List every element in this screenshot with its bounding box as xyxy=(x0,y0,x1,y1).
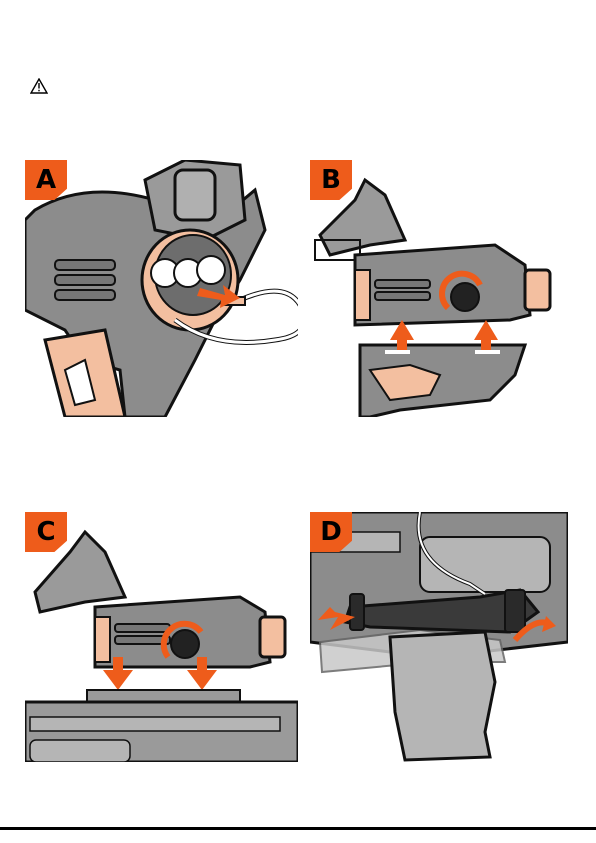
warning-icon xyxy=(30,78,48,94)
step-label-b: B xyxy=(310,160,352,200)
step-b-illustration: B xyxy=(310,160,568,417)
step-label-d: D xyxy=(310,512,352,552)
step-label-a: A xyxy=(25,160,67,200)
step-d-illustration: D xyxy=(310,512,568,762)
step-label-c: C xyxy=(25,512,67,552)
step-a-drawing xyxy=(25,160,298,417)
step-a-illustration: A xyxy=(25,160,298,417)
step-c-illustration: C xyxy=(25,512,298,762)
step-d-drawing xyxy=(310,512,568,762)
bottom-rule xyxy=(0,827,596,830)
step-c-drawing xyxy=(25,512,298,762)
step-b-drawing xyxy=(310,160,568,417)
